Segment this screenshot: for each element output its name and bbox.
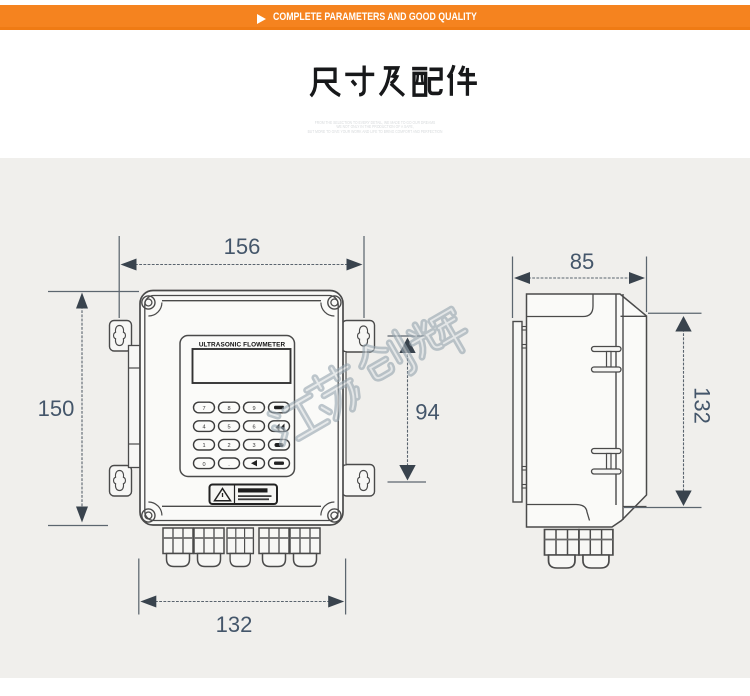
svg-text:156: 156 [224,234,261,259]
svg-text:132: 132 [690,387,715,424]
svg-text:ULTRASONIC FLOWMETER: ULTRASONIC FLOWMETER [199,342,286,349]
svg-text:5: 5 [227,425,230,431]
svg-text:94: 94 [415,400,439,425]
svg-text:6: 6 [252,425,255,431]
svg-text:2: 2 [227,443,230,449]
svg-text:9: 9 [252,406,255,412]
svg-text:150: 150 [38,396,75,421]
svg-text:7: 7 [202,406,205,412]
svg-text:1: 1 [202,443,205,449]
svg-text:85: 85 [570,249,594,274]
svg-text:132: 132 [216,612,253,637]
svg-text:4: 4 [202,425,205,431]
svg-text:.: . [228,462,230,468]
svg-text:3: 3 [252,443,255,449]
svg-text:0: 0 [202,462,205,468]
svg-text:8: 8 [227,406,230,412]
